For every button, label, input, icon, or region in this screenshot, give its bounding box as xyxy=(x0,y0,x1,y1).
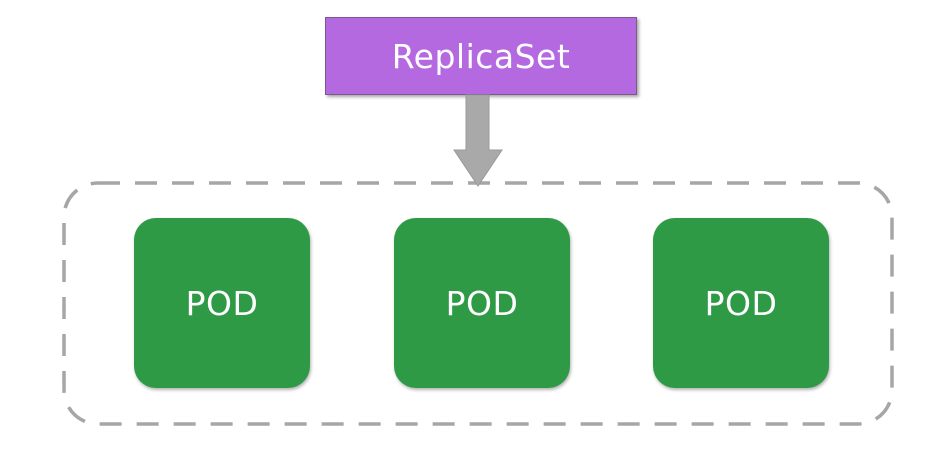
pod-label: POD xyxy=(185,283,259,323)
pod-node-1: POD xyxy=(134,218,310,388)
pod-label: POD xyxy=(704,283,778,323)
replicaset-node: ReplicaSet xyxy=(325,17,637,95)
pod-node-2: POD xyxy=(394,218,570,388)
pod-label: POD xyxy=(445,283,519,323)
replicaset-label: ReplicaSet xyxy=(391,36,571,76)
pod-node-3: POD xyxy=(653,218,829,388)
